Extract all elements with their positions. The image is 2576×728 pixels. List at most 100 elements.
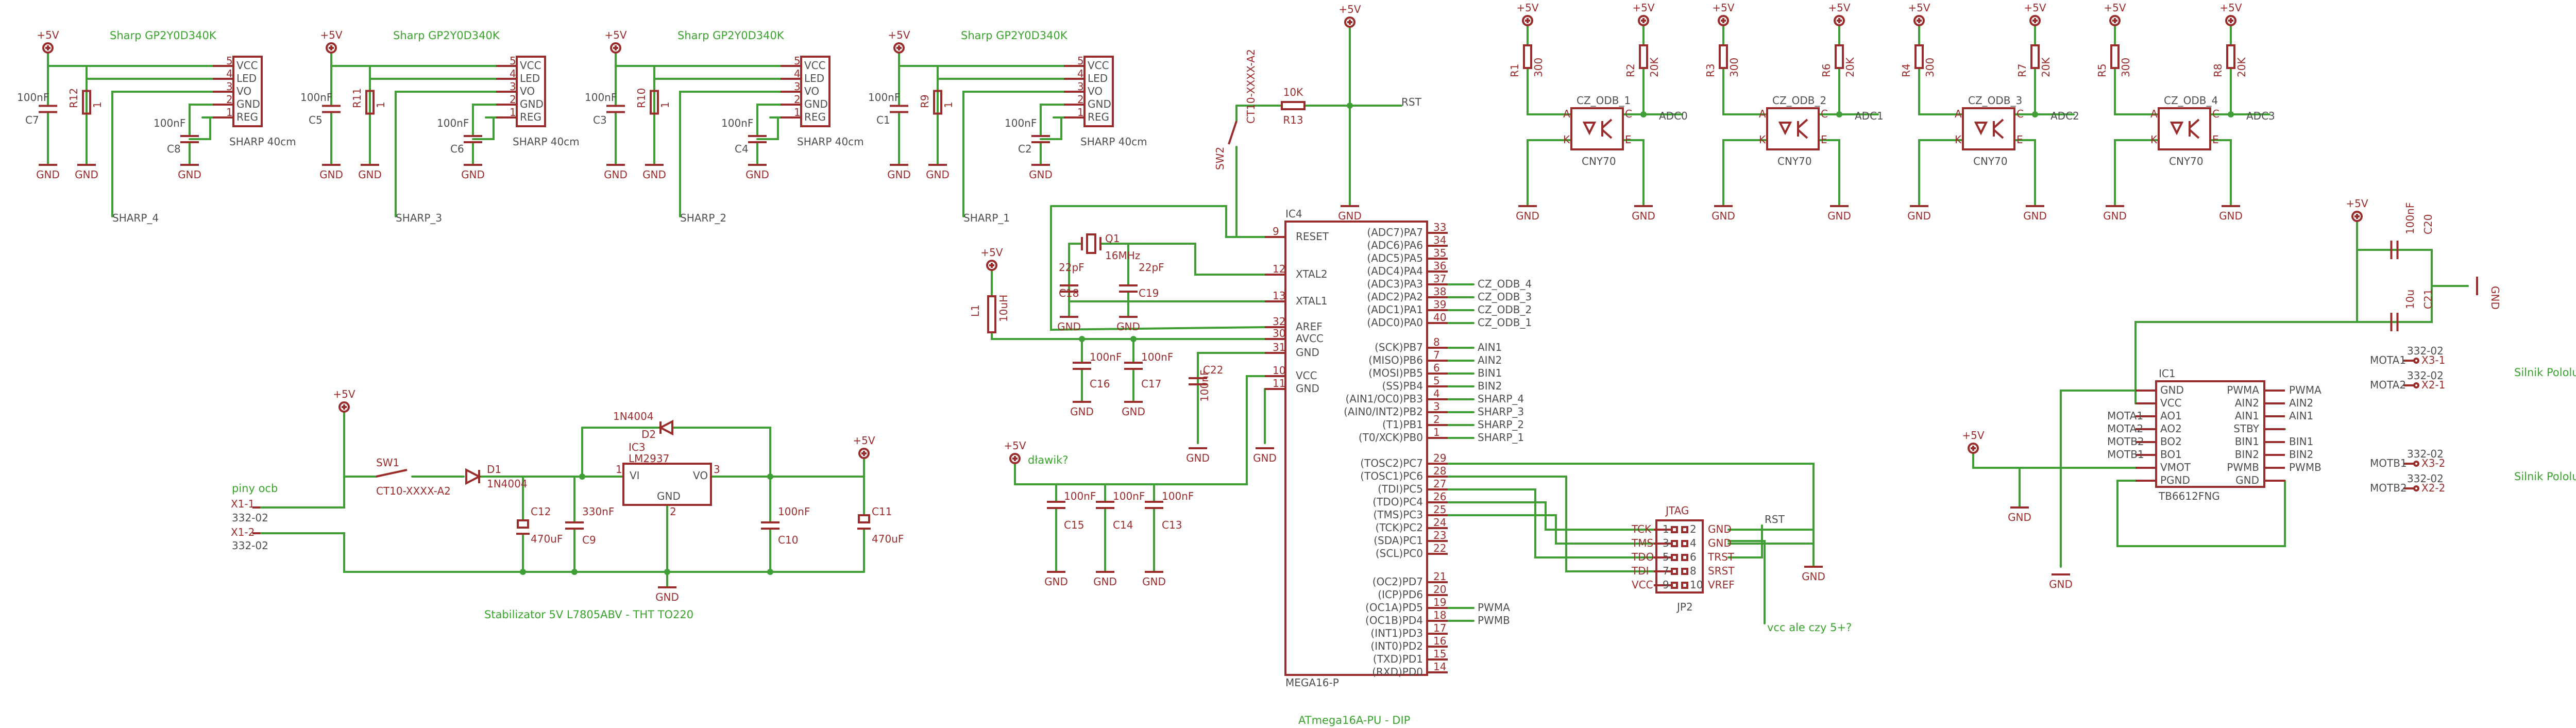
junction-dot xyxy=(1079,336,1085,342)
mcu-port-name: (RXD)PD0 xyxy=(1372,666,1423,678)
cny70-part: CNY70 xyxy=(2169,155,2204,167)
cny70-part: CNY70 xyxy=(1777,155,1812,167)
cny70-led xyxy=(1974,122,1988,136)
cny70-pin: C xyxy=(2212,108,2219,120)
driver-left-name: AO2 xyxy=(2160,422,2182,435)
sharp-title: Sharp GP2Y0D340K xyxy=(393,29,500,42)
mcu-pin-name: XTAL1 xyxy=(1296,295,1328,307)
c11-body xyxy=(858,514,870,523)
mcu-port-net: AIN1 xyxy=(1478,341,1502,353)
mcu-port-num: 8 xyxy=(1433,336,1440,348)
crystal-ref: Q1 xyxy=(1105,232,1120,245)
sharp-cap-left-value: 100nF xyxy=(300,91,332,104)
wire xyxy=(1918,139,1964,207)
regulator-pin-vo: VO xyxy=(693,469,708,482)
wire xyxy=(937,78,1065,122)
gnd-label: GND xyxy=(2219,210,2243,222)
wire xyxy=(259,532,865,573)
jtag-right-num: 8 xyxy=(1690,565,1697,577)
wire xyxy=(1447,514,1655,545)
vcc-symbol xyxy=(2225,15,2236,26)
driver-left-net: MOTA1 xyxy=(2107,410,2143,422)
c10-ref: C10 xyxy=(778,534,798,546)
sharp-cap-left-value: 100nF xyxy=(585,91,617,104)
regulator-pin-num: 1 xyxy=(616,463,622,476)
vcc-label: +5V xyxy=(320,29,342,41)
c12-ref: C12 xyxy=(531,505,551,518)
wire xyxy=(1050,205,1266,331)
mcu-port-num: 34 xyxy=(1433,234,1446,246)
motor-net: MOTB2 xyxy=(2370,482,2407,494)
sharp-pin-name: REG xyxy=(520,111,541,123)
sharp-part: SHARP 40cm xyxy=(229,136,296,148)
battery-note: piny ocb xyxy=(232,482,278,495)
mcu-port-name: (SCL)PC0 xyxy=(1376,547,1423,560)
cny-rled-ref: R1 xyxy=(1509,63,1521,77)
sharp-cap-left-ref: C5 xyxy=(309,114,323,126)
mcu-port-name: (ADC2)PA2 xyxy=(1367,291,1423,303)
driver-right-net: PWMB xyxy=(2289,461,2321,473)
jtag-pad xyxy=(1671,526,1678,533)
junction-dot xyxy=(1130,336,1137,342)
vcc-symbol xyxy=(610,42,621,54)
mcu-port-num: 23 xyxy=(1433,529,1446,541)
sharp-pin-num: 5 xyxy=(226,55,233,67)
sharp-resistor-val: 1 xyxy=(942,101,955,108)
sharp-net-label: SHARP_2 xyxy=(680,212,726,224)
gnd-label: GND xyxy=(1044,575,1068,588)
c11-val: 470uF xyxy=(872,533,904,545)
driver-left-name: AO1 xyxy=(2160,410,2182,422)
cny70-photo xyxy=(2189,129,2200,139)
regulator-ic xyxy=(622,463,712,506)
sharp-cap-left-value: 100nF xyxy=(17,91,49,104)
crystal-freq: 16MHz xyxy=(1105,249,1140,262)
sharp-pin-name: GND xyxy=(804,98,828,110)
mcu-port-net: SHARP_4 xyxy=(1478,393,1524,405)
driver-body xyxy=(2155,380,2265,488)
jtag-left-num: 1 xyxy=(1663,523,1669,535)
vcc-label: +5V xyxy=(1908,2,1930,14)
sharp-pin-name: LED xyxy=(1088,72,1108,84)
bottom-cap-val: 100nF xyxy=(1162,490,1194,502)
mcu-port-num: 16 xyxy=(1433,635,1446,647)
mcu-part: MEGA16-P xyxy=(1285,676,1339,689)
sharp-net-label: SHARP_3 xyxy=(396,212,442,224)
vcc-label: +5V xyxy=(888,29,910,41)
motor-pin-label: X2-2 xyxy=(2421,482,2445,494)
d1-ref: D1 xyxy=(487,463,501,476)
motor-note-b: Silnik Pololu HP 50:1 xyxy=(2514,470,2576,483)
jtag-left-name: TDO xyxy=(1631,551,1654,563)
sharp-pin-name: GND xyxy=(236,98,260,110)
jtag-right-name: SRST xyxy=(1708,565,1735,577)
sharp-resistor xyxy=(365,90,375,115)
reset-switch-part: CT10-XXXX-A2 xyxy=(1245,49,1257,124)
c22-val: 100nF xyxy=(1198,370,1211,402)
sharp-resistor xyxy=(933,90,942,115)
cny-led-resistor xyxy=(2110,44,2120,69)
wire xyxy=(1527,139,1572,207)
sharp-part: SHARP 40cm xyxy=(1080,136,1147,148)
sharp-cap-right-value: 100nF xyxy=(154,117,185,129)
cny-rpull-val: 20K xyxy=(2235,57,2248,77)
cny-rpull-ref: R8 xyxy=(2212,63,2224,77)
cny70-led xyxy=(1778,122,1792,136)
c21-ref: C21 xyxy=(2422,289,2434,309)
driver-right-name: STBY xyxy=(2233,422,2260,435)
cny-rled-ref: R4 xyxy=(1900,63,1912,77)
jtag-left-name: TCK xyxy=(1631,523,1652,535)
mcu-pin-num: 32 xyxy=(1273,315,1285,328)
driver-right-name: AIN2 xyxy=(2235,397,2259,409)
jtag-left-name: TMS xyxy=(1631,537,1653,549)
cny-led-resistor xyxy=(1719,44,1728,69)
cny-rpull-ref: R7 xyxy=(2016,63,2028,77)
vcc-label: +5V xyxy=(2346,197,2368,210)
sw1-ref: SW1 xyxy=(376,456,399,469)
mcu-port-name: (OC1B)PD4 xyxy=(1365,614,1423,627)
mcu-port-num: 4 xyxy=(1433,387,1440,400)
cny-rled-ref: R5 xyxy=(2096,63,2108,77)
wire xyxy=(1143,243,1266,276)
motor-pin-end xyxy=(2413,382,2419,388)
regulator-pin-gnd: GND xyxy=(657,490,681,502)
sharp-cap-left-value: 100nF xyxy=(868,91,900,104)
wire xyxy=(1727,529,1815,568)
